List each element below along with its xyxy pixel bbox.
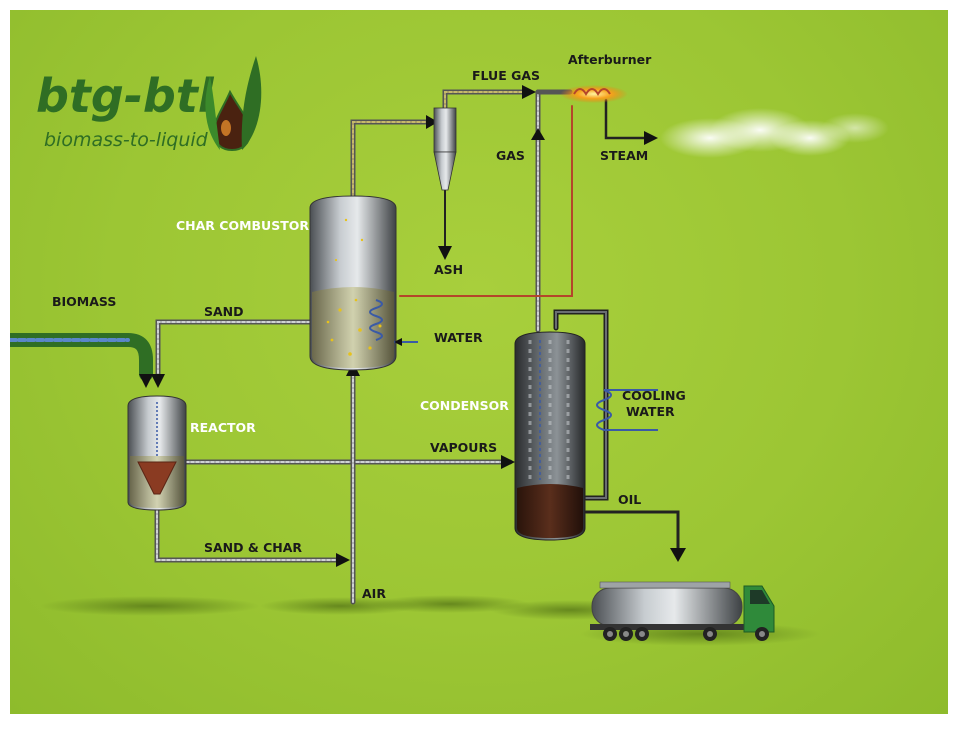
label-biomass: BIOMASS xyxy=(52,294,116,309)
cyclone-separator xyxy=(433,107,457,191)
reactor-vessel xyxy=(127,395,187,511)
logo-brand-text: btg-btl xyxy=(36,69,215,123)
label-char-combustor: CHAR COMBUSTOR xyxy=(176,218,309,233)
label-ash: ASH xyxy=(434,262,463,277)
label-air: AIR xyxy=(362,586,386,601)
label-sand: SAND xyxy=(204,304,244,319)
label-gas: GAS xyxy=(496,148,525,163)
label-sand-char: SAND & CHAR xyxy=(204,540,302,555)
afterburner xyxy=(560,85,628,103)
tanker-truck-icon xyxy=(590,581,775,641)
label-oil: OIL xyxy=(618,492,641,507)
label-flue-gas: FLUE GAS xyxy=(472,68,540,83)
label-steam: STEAM xyxy=(600,148,648,163)
label-afterburner: Afterburner xyxy=(568,52,652,67)
label-condensor: CONDENSOR xyxy=(420,398,509,413)
ground-shadows xyxy=(40,595,820,646)
label-water: WATER xyxy=(434,330,483,345)
char-combustor-vessel xyxy=(309,195,418,371)
btg-logo: btg-btl biomass-to-liquid xyxy=(36,56,262,152)
label-cooling: COOLING xyxy=(622,388,686,403)
flow-arrows xyxy=(139,85,686,567)
label-reactor: REACTOR xyxy=(190,420,256,435)
process-diagram: btg-btl biomass-to-liquid xyxy=(10,10,948,714)
logo-tagline: biomass-to-liquid xyxy=(44,129,209,151)
label-vapours: VAPOURS xyxy=(430,440,497,455)
steam-plume xyxy=(660,108,889,158)
labels: FLUE GAS Afterburner GAS STEAM ASH CHAR … xyxy=(52,52,686,601)
oil-drop-leaf-icon xyxy=(205,56,262,152)
condensor-vessel xyxy=(514,331,658,541)
label-cooling-water: WATER xyxy=(626,404,675,419)
diagram-canvas: btg-btl biomass-to-liquid xyxy=(10,52,889,646)
